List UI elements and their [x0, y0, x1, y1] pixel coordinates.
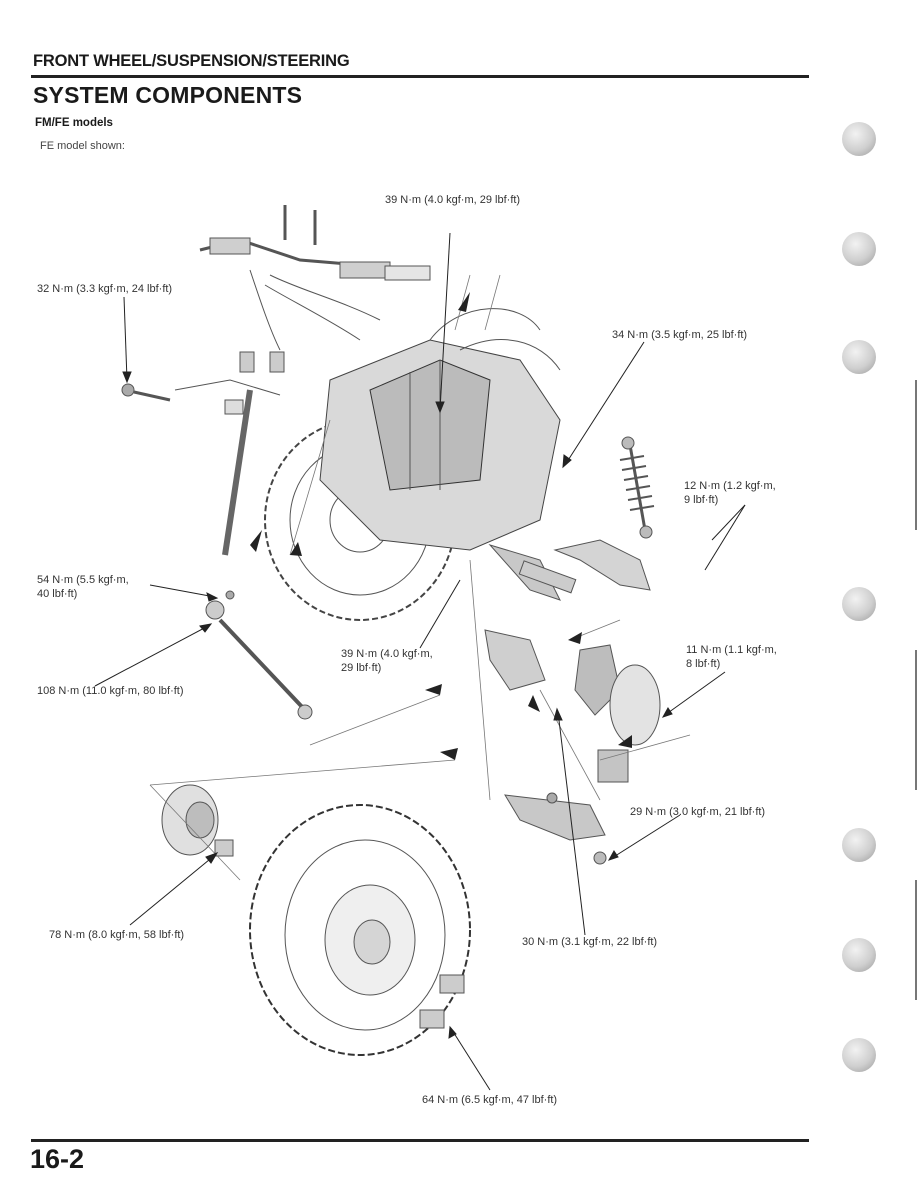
- torque-callout-line: 39 N·m (4.0 kgf·m,: [341, 648, 433, 660]
- tab-dot: [842, 938, 876, 972]
- front-wheel-illustration: [249, 804, 471, 1056]
- tab-dot: [842, 340, 876, 374]
- torque-callout: 29 N·m (3.0 kgf·m, 21 lbf·ft): [630, 806, 766, 818]
- lower-arm-illustration: [504, 792, 607, 865]
- edge-line: [915, 650, 917, 790]
- tie-rod-illustration: [205, 590, 313, 720]
- header-rule: [31, 75, 809, 78]
- torque-callout-line: 9 lbf·ft): [684, 494, 719, 507]
- torque-callout-line: 40 lbf·ft): [37, 588, 78, 601]
- torque-callout-line: 11 N·m (1.1 kgf·m,: [686, 644, 777, 656]
- tab-dot: [842, 828, 876, 862]
- arrow-marker: [440, 748, 458, 760]
- footer-rule: [31, 1139, 809, 1142]
- torque-callout: 12 N·m (1.2 kgf·m, 9 lbf·ft): [684, 479, 776, 508]
- torque-callout: 32 N·m (3.3 kgf·m, 24 lbf·ft): [37, 283, 173, 295]
- tab-dot: [842, 232, 876, 266]
- upper-arm-illustration: [488, 539, 651, 601]
- torque-callout: 78 N·m (8.0 kgf·m, 58 lbf·ft): [49, 929, 185, 941]
- model-label: FM/FE models: [35, 117, 113, 129]
- steering-shaft-illustration: [121, 351, 285, 556]
- arrow-marker: [250, 530, 262, 552]
- handlebar-illustration: [199, 205, 431, 351]
- page-number: 16-2: [30, 1144, 85, 1174]
- section-title: FRONT WHEEL/SUSPENSION/STEERING: [33, 52, 350, 70]
- arrow-marker: [458, 292, 470, 312]
- arrow-marker: [528, 695, 540, 712]
- torque-callout: 11 N·m (1.1 kgf·m, 8 lbf·ft): [686, 643, 777, 672]
- torque-callout: 108 N·m (11.0 kgf·m, 80 lbf·ft): [37, 685, 184, 697]
- edge-line: [915, 880, 917, 1000]
- torque-callout-line: 8 lbf·ft): [686, 658, 721, 671]
- arrow-marker: [618, 735, 632, 748]
- edge-line: [915, 380, 917, 530]
- arrow-marker: [568, 632, 582, 644]
- torque-callout: 39 N·m (4.0 kgf·m, 29 lbf·ft): [385, 194, 521, 206]
- tab-dot: [842, 1038, 876, 1072]
- torque-callout-line: 12 N·m (1.2 kgf·m,: [684, 480, 776, 492]
- arrow-marker: [290, 542, 302, 556]
- frame-illustration: [319, 308, 561, 551]
- torque-callout: 39 N·m (4.0 kgf·m, 29 lbf·ft): [341, 647, 433, 676]
- torque-callout: 54 N·m (5.5 kgf·m, 40 lbf·ft): [37, 573, 129, 602]
- shown-note: FE model shown:: [40, 140, 125, 152]
- knuckle-illustration: [484, 629, 661, 783]
- tab-dot: [842, 587, 876, 621]
- shock-absorber-illustration: [619, 436, 655, 539]
- hub-illustration: [161, 784, 234, 857]
- torque-callout: 34 N·m (3.5 kgf·m, 25 lbf·ft): [612, 329, 748, 341]
- torque-callout: 64 N·m (6.5 kgf·m, 47 lbf·ft): [422, 1094, 558, 1106]
- torque-callout-line: 29 lbf·ft): [341, 662, 382, 675]
- torque-callout-line: 54 N·m (5.5 kgf·m,: [37, 574, 129, 586]
- torque-callout: 30 N·m (3.1 kgf·m, 22 lbf·ft): [522, 936, 658, 948]
- arrow-marker: [425, 684, 442, 695]
- tab-dot: [842, 122, 876, 156]
- page-heading: SYSTEM COMPONENTS: [33, 82, 303, 108]
